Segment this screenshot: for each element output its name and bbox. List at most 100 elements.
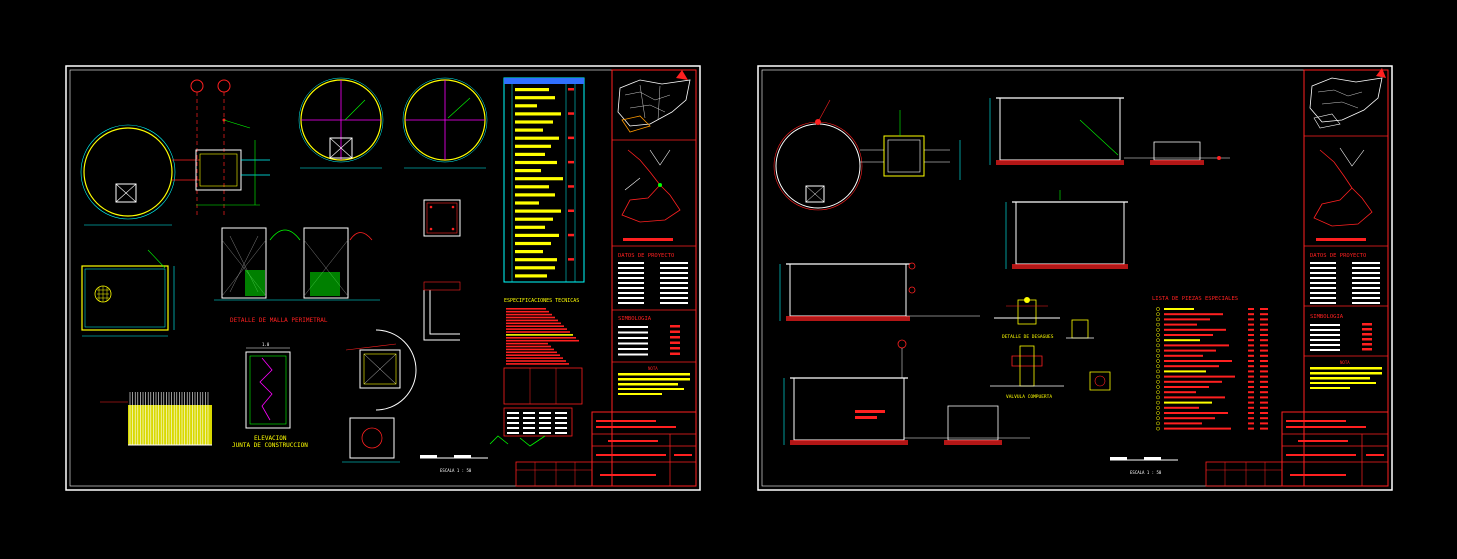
illegible-text-bar — [1310, 329, 1340, 331]
sheet-1: DATOS DE PROYECTO SIMBOLOGIA NOTA — [65, 65, 701, 491]
illegible-text-bar — [660, 297, 688, 299]
illegible-text-bar — [1310, 302, 1336, 304]
piece-row — [1164, 318, 1210, 321]
piece-row — [1164, 370, 1206, 373]
sheet-2-simbologia-title: SIMBOLOGIA — [1310, 314, 1344, 320]
illegible-text-bar — [555, 422, 567, 424]
location-map-outline — [617, 79, 691, 127]
sheet-2-scale-bar: ESCALA 1 : 50 — [1110, 457, 1178, 475]
sheet-2-datos-title: DATOS DE PROYECTO — [1310, 253, 1366, 259]
illegible-text-bar — [618, 292, 644, 294]
illegible-text-bar — [523, 422, 535, 424]
piece-qty — [1248, 308, 1254, 310]
section-middle — [1005, 190, 1128, 269]
illegible-text-bar — [660, 287, 688, 289]
malla-title: DETALLE DE MALLA PERIMETRAL — [230, 317, 328, 324]
spec-table-row — [515, 96, 555, 100]
sheet-2-nota-title: NOTA — [1340, 360, 1350, 365]
illegible-text-bar — [1310, 339, 1340, 341]
spec-table-mark — [568, 136, 574, 140]
piece-symbol — [1156, 348, 1160, 353]
illegible-text-bar — [1310, 267, 1336, 269]
illegible-text-bar — [506, 328, 567, 330]
sheet-2-inner-border — [761, 69, 1389, 487]
illegible-text-bar — [523, 417, 535, 419]
piece-symbol — [1156, 327, 1160, 332]
spec-table-row — [515, 266, 555, 270]
piece-symbol — [1156, 312, 1160, 317]
piece-row — [1164, 417, 1215, 420]
column-detail — [423, 199, 461, 341]
piece-unit — [1260, 370, 1268, 373]
piece-qty — [1248, 360, 1254, 362]
piece-qty — [1248, 380, 1254, 383]
illegible-text-bar — [1362, 343, 1372, 346]
illegible-text-bar — [523, 412, 535, 414]
sheet-2-sidebar: DATOS DE PROYECTO SIMBOLOGIA NOTA — [1303, 68, 1389, 487]
piece-qty — [1248, 328, 1254, 331]
illegible-text-bar — [1352, 292, 1380, 294]
junta-title: JUNTA DE CONSTRUCCION — [232, 442, 308, 449]
illegible-text-bar — [506, 357, 563, 359]
illegible-text-bar — [506, 337, 576, 339]
construction-joint-elevation: 1.0 ELEVACION JUNTA DE CONSTRUCCION — [232, 342, 308, 449]
piece-row — [1164, 406, 1199, 409]
network-map — [621, 149, 681, 223]
sheet-1-title-block — [515, 411, 697, 487]
sheet-1-border — [65, 65, 701, 491]
illegible-text-bar — [670, 352, 680, 355]
illegible-text-bar — [555, 432, 567, 434]
piece-symbol — [1156, 322, 1160, 327]
datos-proyecto-title: DATOS DE PROYECTO — [618, 253, 674, 259]
piece-symbol — [1156, 395, 1160, 400]
illegible-text-bar — [1310, 344, 1340, 346]
piece-qty — [1248, 422, 1254, 425]
piece-qty — [1248, 323, 1254, 326]
piece-symbol — [1156, 400, 1160, 405]
piece-unit — [1260, 308, 1268, 310]
illegible-text-bar — [1310, 297, 1336, 299]
piece-unit — [1260, 323, 1268, 326]
notes-lines — [506, 308, 579, 365]
piece-row — [1164, 323, 1197, 326]
piece-symbol — [1156, 426, 1160, 431]
piece-unit — [1260, 412, 1268, 414]
spec-table-row — [515, 144, 551, 148]
tank-circle-3 — [402, 77, 488, 169]
spec-table-row — [515, 177, 563, 181]
fence-elevation — [100, 392, 212, 446]
piece-unit — [1260, 339, 1268, 342]
illegible-text-bar — [1310, 277, 1336, 279]
illegible-text-bar — [660, 282, 688, 284]
piece-row — [1164, 396, 1225, 399]
piece-row — [1164, 427, 1231, 430]
piece-unit — [1260, 396, 1268, 399]
spec-table-row — [515, 258, 557, 262]
illegible-text-bar — [1310, 292, 1336, 294]
illegible-text-bar — [1310, 324, 1340, 326]
illegible-text-bar — [506, 354, 560, 356]
illegible-text-bar — [618, 262, 644, 264]
illegible-text-bar — [507, 412, 519, 414]
illegible-text-bar — [618, 353, 648, 356]
illegible-text-bar — [539, 432, 551, 434]
spec-table-row — [515, 201, 539, 205]
piece-symbol — [1156, 405, 1160, 410]
piece-unit — [1260, 313, 1268, 316]
detalle-desagues-title: DETALLE DE DESAGUES — [1002, 334, 1054, 340]
illegible-text-bar — [618, 297, 644, 299]
illegible-text-bar — [670, 336, 680, 339]
illegible-text-bar — [618, 348, 648, 350]
illegible-text-bar — [618, 331, 648, 334]
illegible-text-bar — [539, 412, 551, 414]
illegible-text-bar — [1352, 282, 1380, 284]
tank-circle-2 — [298, 77, 384, 169]
illegible-text-bar — [618, 277, 644, 279]
spec-table-row — [515, 169, 541, 173]
piece-symbol — [1156, 385, 1160, 389]
illegible-text-bar — [555, 427, 567, 429]
piece-symbol — [1156, 416, 1160, 421]
illegible-text-bar — [1310, 262, 1336, 264]
illegible-text-bar — [1310, 334, 1340, 336]
